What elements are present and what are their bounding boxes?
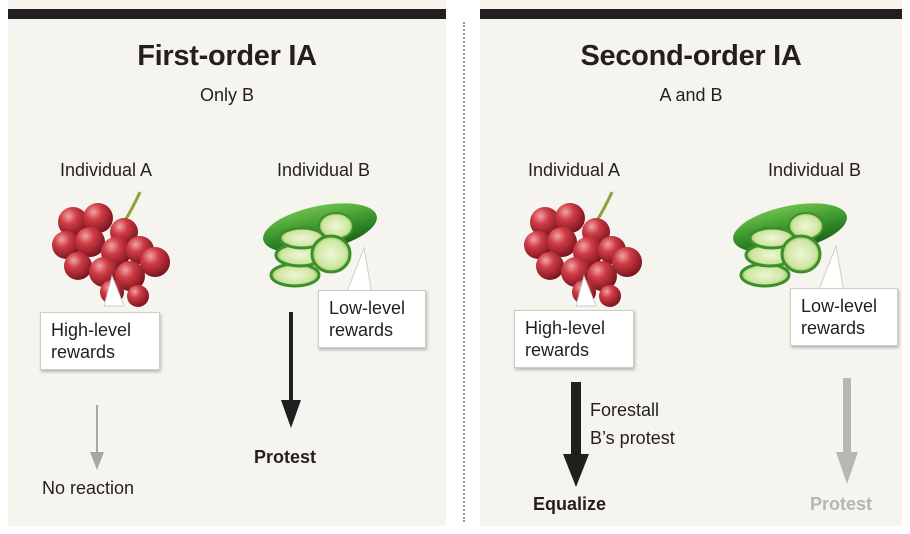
callout-pointer bbox=[817, 244, 845, 293]
individual-b-label: Individual B bbox=[768, 160, 862, 180]
panel-top-bar bbox=[8, 9, 446, 19]
panel-subtitle: A and B bbox=[659, 85, 723, 105]
callout-line: High-level bbox=[51, 320, 132, 340]
forestall-line: B’s protest bbox=[590, 428, 675, 448]
reward-callout-low: Low-level rewards bbox=[790, 288, 898, 346]
panel-title: Second-order IA bbox=[580, 40, 802, 72]
arrow-protest-faded bbox=[836, 378, 858, 484]
outcome-equalize: Equalize bbox=[533, 494, 607, 514]
reward-callout-high: High-level rewards bbox=[514, 310, 634, 368]
callout-line: rewards bbox=[51, 342, 116, 362]
panel-top-bar bbox=[480, 9, 902, 19]
callout-line: Low-level bbox=[329, 298, 406, 318]
arrow-equalize bbox=[563, 382, 589, 487]
forestall-label: Forestall B’s protest bbox=[590, 396, 675, 452]
grapes-icon bbox=[52, 191, 170, 307]
callout-line: Low-level bbox=[801, 296, 878, 316]
callout-line: High-level bbox=[525, 318, 606, 338]
cucumber-icon bbox=[263, 203, 377, 288]
divider bbox=[463, 22, 465, 522]
individual-a-label: Individual A bbox=[60, 160, 153, 180]
reward-callout-high: High-level rewards bbox=[40, 312, 160, 370]
outcome-protest-faded: Protest bbox=[810, 494, 873, 514]
outcome-protest: Protest bbox=[254, 447, 317, 467]
arrow-protest bbox=[281, 312, 301, 428]
grapes-icon bbox=[524, 191, 642, 307]
panel-subtitle: Only B bbox=[199, 85, 255, 105]
outcome-no-reaction: No reaction bbox=[42, 478, 135, 498]
individual-b-label: Individual B bbox=[277, 160, 371, 180]
callout-line: rewards bbox=[525, 340, 590, 360]
callout-line: rewards bbox=[329, 320, 394, 340]
individual-a-label: Individual A bbox=[528, 160, 621, 180]
callout-line: rewards bbox=[801, 318, 866, 338]
callout-pointer bbox=[103, 274, 125, 307]
callout-pointer bbox=[575, 274, 597, 307]
forestall-line: Forestall bbox=[590, 400, 660, 420]
reward-callout-low: Low-level rewards bbox=[318, 290, 426, 348]
arrow-no-reaction bbox=[90, 405, 104, 470]
cucumber-icon bbox=[733, 203, 847, 288]
panel-title: First-order IA bbox=[137, 40, 317, 72]
